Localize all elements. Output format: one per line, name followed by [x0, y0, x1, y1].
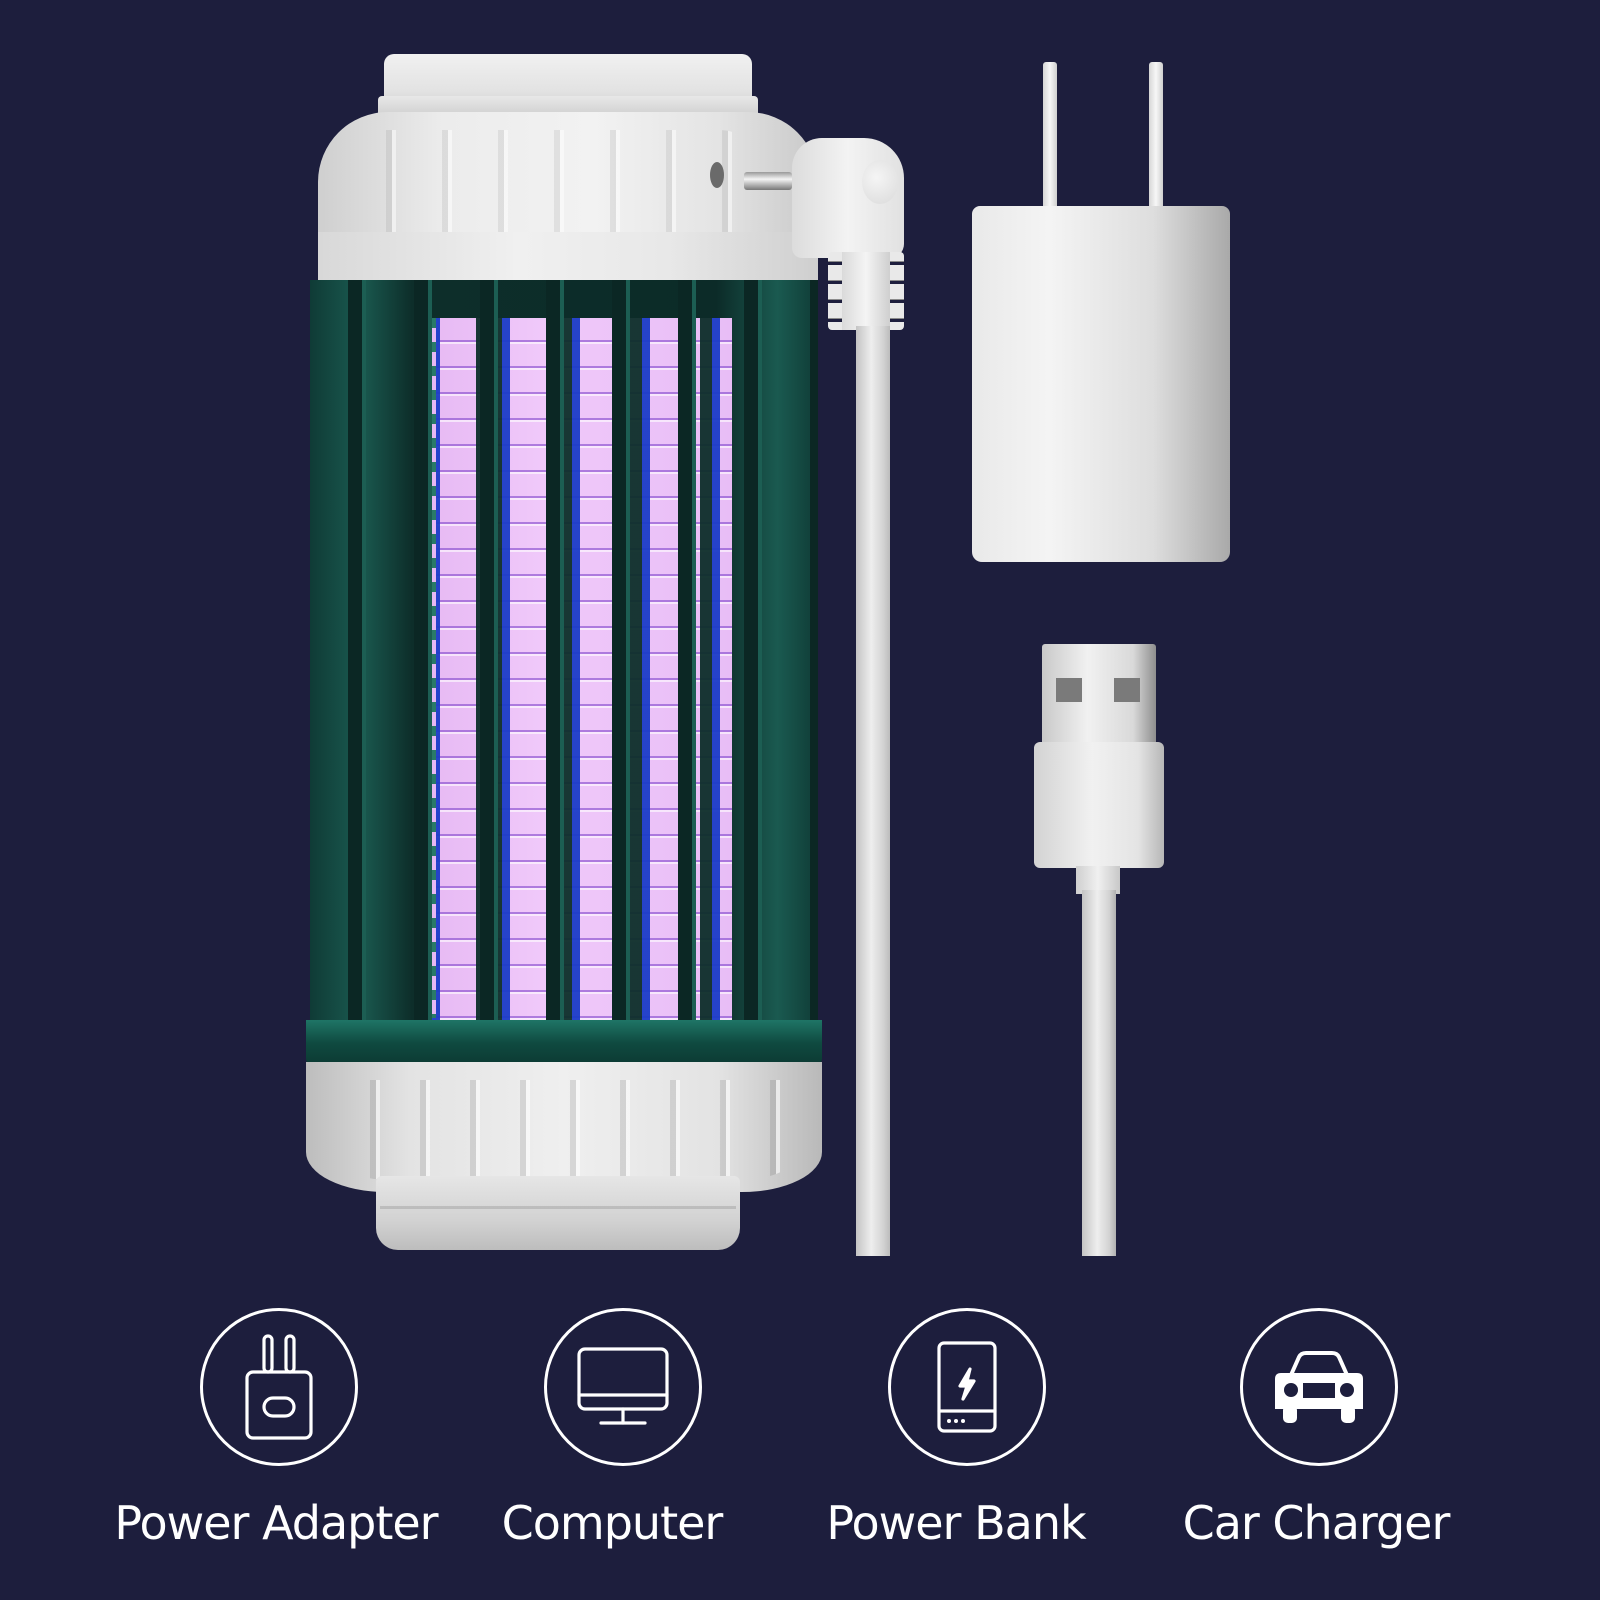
- lamp-top-band: [318, 232, 818, 282]
- lamp-top-ribs: [340, 130, 760, 250]
- computer-icon: [577, 1347, 669, 1425]
- charging-options: Power Adapter Computer Power Bank: [0, 1300, 1600, 1600]
- icon-ring: [544, 1308, 702, 1466]
- option-car-charger: Car Charger: [1136, 1300, 1496, 1560]
- icon-ring: [1240, 1308, 1398, 1466]
- option-power-adapter: Power Adapter: [102, 1300, 462, 1560]
- option-label: Car Charger: [1182, 1496, 1451, 1550]
- car-charger-icon: [1275, 1351, 1363, 1423]
- lamp-base-ribs: [330, 1080, 800, 1180]
- usb-slot-right: [1114, 678, 1140, 702]
- indicator-hole: [710, 162, 724, 188]
- option-computer: Computer: [432, 1300, 792, 1560]
- dc-strain-core: [842, 252, 890, 330]
- usb-slot-left: [1056, 678, 1082, 702]
- power-adapter-icon: [245, 1334, 313, 1440]
- cage-bars: [310, 280, 818, 1060]
- dc-port-pin: [744, 172, 792, 190]
- dc-cable-wire: [856, 326, 890, 1256]
- usb-cable-wire: [1082, 890, 1116, 1256]
- usb-housing: [1034, 742, 1164, 868]
- adapter-prong-left: [1043, 62, 1057, 212]
- product-illustration: [306, 54, 1230, 1256]
- option-label: Computer: [501, 1496, 724, 1550]
- lamp-foot-groove: [380, 1206, 736, 1209]
- option-power-bank: Power Bank: [776, 1300, 1136, 1560]
- option-label: Power Adapter: [114, 1496, 438, 1550]
- icon-ring: [888, 1308, 1046, 1466]
- adapter-prong-right: [1149, 62, 1163, 212]
- adapter-body: [972, 206, 1230, 562]
- option-label: Power Bank: [826, 1496, 1086, 1550]
- usb-neck: [1076, 866, 1120, 894]
- lamp-foot: [376, 1176, 740, 1250]
- power-bank-icon: [937, 1341, 997, 1433]
- dc-plug-cap: [862, 160, 898, 204]
- icon-ring: [200, 1308, 358, 1466]
